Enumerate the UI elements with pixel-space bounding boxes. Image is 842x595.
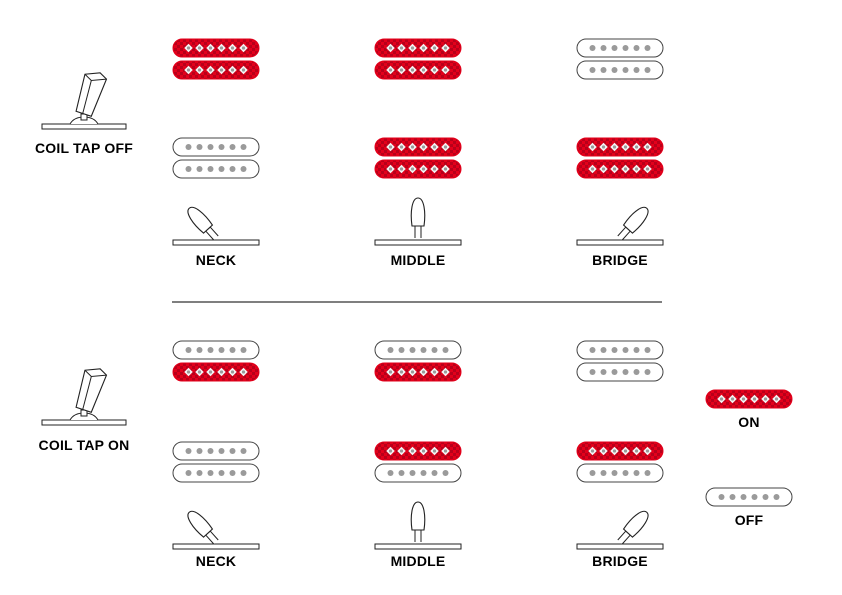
tap-on-bridge-bridge-pickup-coil-a xyxy=(576,441,664,461)
tap-off-middle-bridge-pickup-coil-b xyxy=(374,159,462,179)
tap-off-toggle-switch xyxy=(41,72,127,130)
tap-on-bridge-neck-pickup-coil-b xyxy=(576,362,664,382)
legend-off-label: OFF xyxy=(734,512,764,528)
tap-off-neck-selector-switch xyxy=(172,206,260,246)
tap-off-bridge-bridge-pickup-coil-b xyxy=(576,159,664,179)
on-bridge-label: BRIDGE xyxy=(592,553,648,569)
off-bridge-label: BRIDGE xyxy=(592,252,648,268)
tap-off-bridge-neck-pickup-coil-a xyxy=(576,38,664,58)
tap-off-neck-neck-pickup-coil-a xyxy=(172,38,260,58)
legend-off-coil xyxy=(705,487,793,507)
on-neck-label: NECK xyxy=(195,553,237,569)
off-middle-label: MIDDLE xyxy=(390,252,446,268)
tap-on-middle-bridge-pickup-coil-a xyxy=(374,441,462,461)
tap-on-neck-neck-pickup-coil-b xyxy=(172,362,260,382)
tap-off-middle-selector-switch xyxy=(374,197,462,246)
tap-off-middle-neck-pickup-coil-b xyxy=(374,60,462,80)
coil-tap-off-label: COIL TAP OFF xyxy=(34,140,134,156)
tap-on-bridge-selector-switch xyxy=(576,510,664,550)
tap-off-neck-bridge-pickup-coil-a xyxy=(172,137,260,157)
tap-off-bridge-selector-switch xyxy=(576,206,664,246)
tap-on-neck-selector-switch xyxy=(172,510,260,550)
tap-on-neck-bridge-pickup-coil-a xyxy=(172,441,260,461)
on-middle-label: MIDDLE xyxy=(390,553,446,569)
tap-off-neck-neck-pickup-coil-b xyxy=(172,60,260,80)
tap-on-middle-neck-pickup-coil-b xyxy=(374,362,462,382)
tap-on-bridge-neck-pickup-coil-a xyxy=(576,340,664,360)
tap-on-bridge-bridge-pickup-coil-b xyxy=(576,463,664,483)
tap-on-middle-bridge-pickup-coil-b xyxy=(374,463,462,483)
tap-on-middle-selector-switch xyxy=(374,501,462,550)
tap-off-bridge-bridge-pickup-coil-a xyxy=(576,137,664,157)
tap-on-neck-neck-pickup-coil-a xyxy=(172,340,260,360)
tap-off-middle-neck-pickup-coil-a xyxy=(374,38,462,58)
tap-off-middle-bridge-pickup-coil-a xyxy=(374,137,462,157)
off-neck-label: NECK xyxy=(195,252,237,268)
coil-tap-on-label: COIL TAP ON xyxy=(38,437,130,453)
tap-off-bridge-neck-pickup-coil-b xyxy=(576,60,664,80)
legend-on-coil xyxy=(705,389,793,409)
tap-off-neck-bridge-pickup-coil-b xyxy=(172,159,260,179)
tap-on-toggle-switch xyxy=(41,368,127,426)
tap-on-middle-neck-pickup-coil-a xyxy=(374,340,462,360)
legend-on-label: ON xyxy=(738,414,760,430)
tap-on-neck-bridge-pickup-coil-b xyxy=(172,463,260,483)
